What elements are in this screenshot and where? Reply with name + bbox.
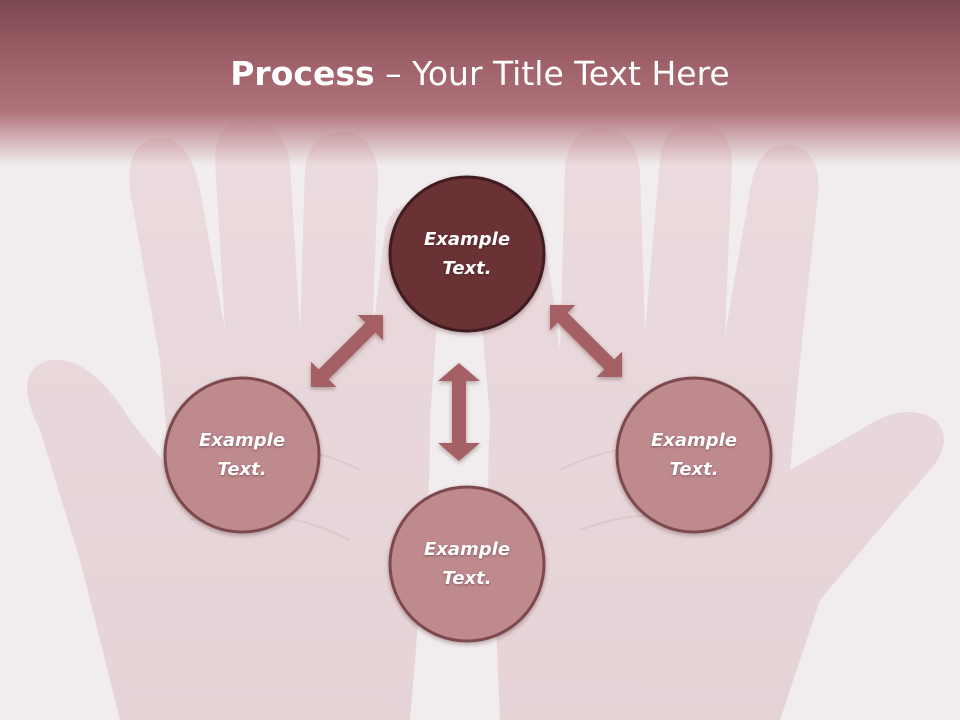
node-left-circle [163, 376, 321, 534]
arrow-top-right [549, 304, 623, 378]
title-strong: Process [230, 54, 375, 93]
node-bottom-circle [388, 485, 546, 643]
title-bar: Process – Your Title Text Here [0, 0, 960, 165]
arrow-vertical [438, 363, 480, 461]
node-right-circle [615, 376, 773, 534]
node-top-circle [388, 175, 546, 333]
slide-title: Process – Your Title Text Here [0, 50, 960, 98]
title-rest: – Your Title Text Here [374, 54, 730, 93]
arrow-top-left [310, 314, 384, 388]
